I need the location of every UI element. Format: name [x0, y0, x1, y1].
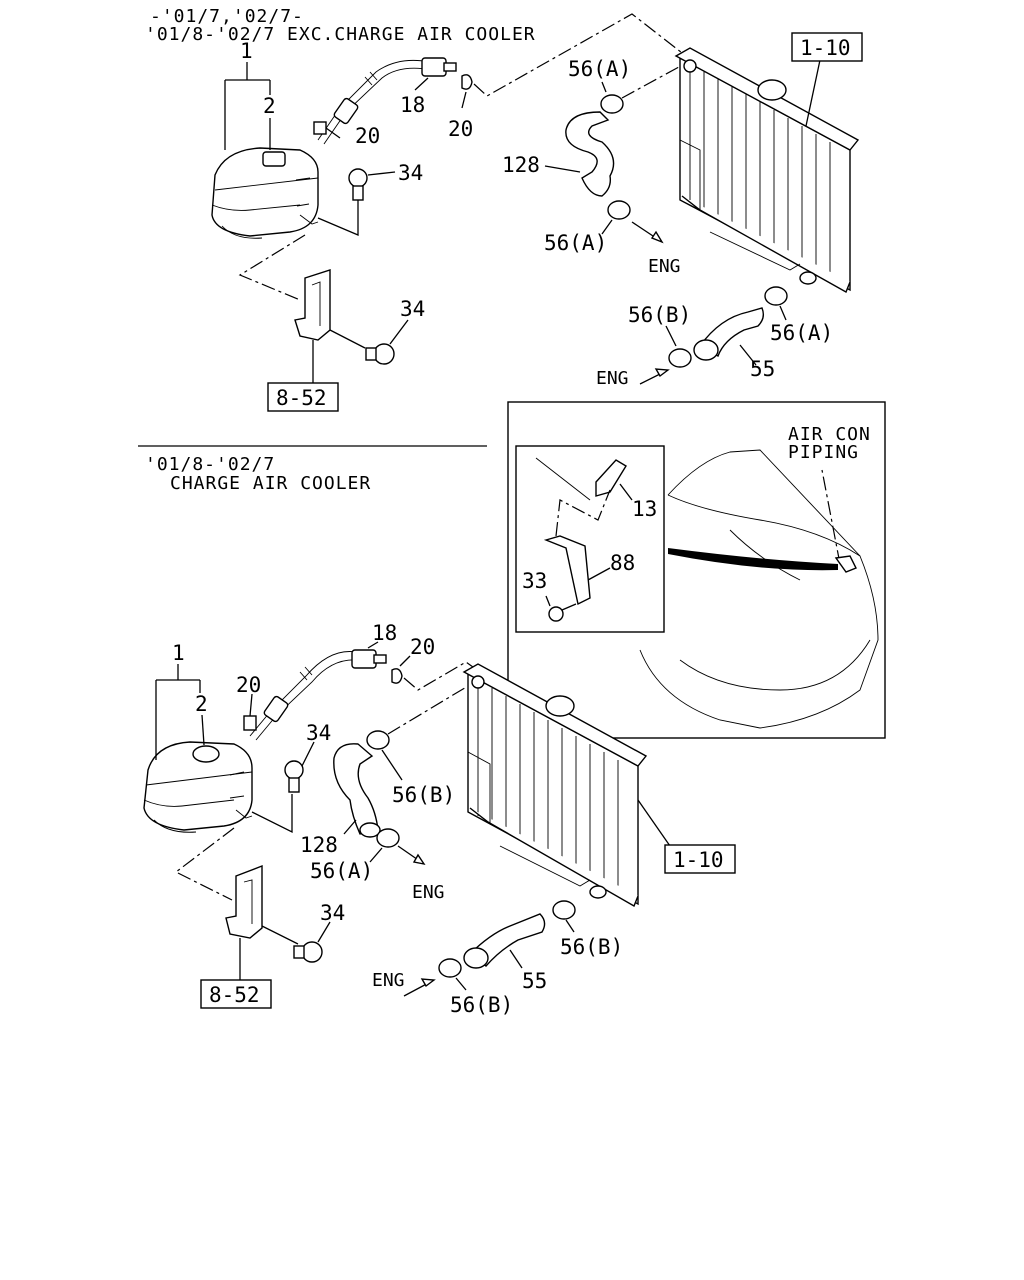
bottom-clamp-3: [552, 900, 576, 920]
top-label-clip-a: 20: [355, 124, 380, 148]
inset-label-bolt: 33: [522, 569, 547, 593]
bottom-label-hose-small: 18: [372, 621, 397, 645]
top-clamp-3: [668, 348, 692, 368]
top-bolt-upper: [348, 168, 368, 201]
inset-air-con-line1: AIR CON: [788, 424, 871, 445]
bottom-hose-upper: [333, 743, 381, 838]
bottom-mount-bracket: [225, 864, 263, 939]
overflow-hose-top: [317, 57, 457, 145]
reservoir-tank: [211, 147, 319, 239]
top-section: -'01/7,'02/7- '01/8-'02/7 EXC.CHARGE AIR…: [145, 6, 863, 412]
top-ref-radiator: 1-10: [800, 36, 851, 60]
top-label-bolt-lower: 34: [400, 297, 425, 321]
top-label-bolt-upper: 34: [398, 161, 423, 185]
inset-bolt: [548, 606, 564, 622]
bottom-label-clamp-3: 56(B): [560, 935, 623, 959]
bottom-label-tank: 1: [172, 641, 185, 665]
top-ref-radiator-box: [791, 32, 863, 62]
top-bolt-lower: [365, 343, 395, 365]
top-clamp-2: [607, 200, 631, 220]
bottom-label-bolt-upper: 34: [306, 721, 331, 745]
top-label-hose-upper: 128: [502, 153, 540, 177]
bottom-reservoir-tank: [143, 741, 253, 833]
bottom-label-bolt-lower: 34: [320, 901, 345, 925]
top-radiator: [674, 47, 860, 294]
bottom-label-clamp-2: 56(A): [310, 859, 373, 883]
inset-clip: [595, 459, 627, 497]
top-label-clip-b: 20: [448, 117, 473, 141]
bottom-label-cap: 2: [195, 692, 208, 716]
bottom-header-line2: CHARGE AIR COOLER: [170, 473, 371, 494]
top-header-line2: '01/8-'02/7 EXC.CHARGE AIR COOLER: [145, 24, 536, 45]
bottom-clamp-4: [438, 958, 462, 978]
bottom-ref-bracket-box: [200, 979, 272, 1009]
bottom-ref-radiator: 1-10: [673, 848, 724, 872]
bottom-clip-a: [243, 715, 257, 731]
top-clamp-1: [600, 94, 624, 114]
top-clip-b: [461, 74, 473, 90]
bottom-label-clamp-1: 56(B): [392, 783, 455, 807]
top-label-clamp-1: 56(A): [568, 57, 631, 81]
top-label-clamp-3: 56(B): [628, 303, 691, 327]
top-ref-bracket: 8-52: [276, 386, 327, 410]
bottom-label-clip-b: 20: [410, 635, 435, 659]
bottom-bolt-lower: [293, 941, 323, 963]
bottom-label-hose-upper: 128: [300, 833, 338, 857]
top-clip-a: [313, 121, 327, 135]
top-clamp-4: [764, 286, 788, 306]
bottom-section: '01/8-'02/7 CHARGE AIR COOLER 1 2 18: [143, 454, 736, 1017]
inset-detail-frame: [515, 445, 665, 633]
bottom-ref-bracket: 8-52: [209, 983, 260, 1007]
top-label-eng-1: ENG: [648, 256, 681, 277]
bottom-radiator: [462, 663, 648, 908]
top-header-line1: -'01/7,'02/7-: [150, 6, 304, 27]
inset-label-bracket: 88: [610, 551, 635, 575]
top-label-hose-small: 18: [400, 93, 425, 117]
bottom-hose-lower: [463, 913, 546, 969]
top-ref-bracket-box: [267, 382, 339, 412]
top-label-cap: 2: [263, 94, 276, 118]
bottom-clip-b: [391, 668, 403, 684]
bottom-label-clamp-4: 56(B): [450, 993, 513, 1017]
bottom-label-clip-a: 20: [236, 673, 261, 697]
bottom-overflow-hose: [249, 649, 387, 741]
top-hose-upper: [565, 111, 615, 197]
inset-air-con-line2: PIPING: [788, 442, 859, 463]
bottom-bolt-upper: [284, 760, 304, 793]
top-label-hose-lower: 55: [750, 357, 775, 381]
inset-bracket: [543, 535, 591, 606]
top-hose-lower: [693, 307, 765, 361]
top-label-clamp-2: 56(A): [544, 231, 607, 255]
bottom-label-eng-2: ENG: [372, 970, 405, 991]
bottom-label-hose-lower: 55: [522, 969, 547, 993]
bottom-clamp-1: [366, 730, 390, 750]
bottom-clamp-2: [376, 828, 400, 848]
top-label-eng-2: ENG: [596, 368, 629, 389]
bottom-ref-radiator-box: [664, 844, 736, 874]
inset-label-clip: 13: [632, 497, 657, 521]
bottom-header-line1: '01/8-'02/7: [145, 454, 275, 475]
top-mount-bracket: [294, 269, 331, 341]
top-label-tank: 1: [240, 39, 253, 63]
bottom-label-eng-1: ENG: [412, 882, 445, 903]
top-label-clamp-4: 56(A): [770, 321, 833, 345]
inset-view: AIR CON PIPING 13 88 33: [507, 401, 886, 739]
